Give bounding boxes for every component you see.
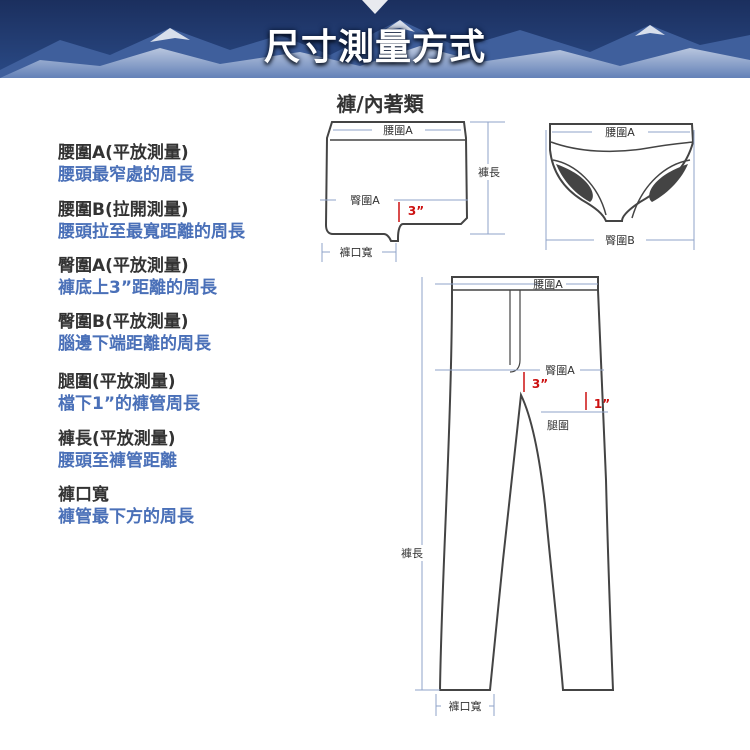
description-title: 腰圍B(拉開測量) bbox=[58, 200, 189, 220]
hip-label: 臀圍B bbox=[605, 234, 635, 247]
length-label: 褲長 bbox=[478, 165, 500, 179]
boxer-outline bbox=[324, 121, 469, 242]
offset-label: 3” bbox=[408, 204, 424, 218]
description-item: 臀圍A(平放測量) 褲底上3”距離的周長 bbox=[58, 255, 217, 299]
description-detail: 腰頭至褲管距離 bbox=[58, 451, 177, 471]
waist-label: 腰圍A bbox=[533, 278, 563, 291]
description-item: 腰圍A(平放測量) 腰頭最窄處的周長 bbox=[58, 142, 194, 186]
description-item: 褲長(平放測量) 腰頭至褲管距離 bbox=[58, 428, 177, 472]
hem-label: 褲口寬 bbox=[449, 699, 482, 713]
description-detail: 褲底上3”距離的周長 bbox=[58, 278, 218, 298]
brief-diagram: 腰圍A 臀圍B bbox=[545, 123, 695, 250]
boxer-diagram: 腰圍A 臀圍A 3” 褲長 褲口寬 bbox=[320, 121, 505, 262]
description-detail: 腦邊下端距離的周長 bbox=[58, 334, 211, 354]
description-detail: 檔下1”的褲管周長 bbox=[58, 394, 201, 414]
waist-label: 腰圍A bbox=[383, 124, 413, 137]
pants-diagram: 腰圍A 臀圍A 3” 1” 腿圍 褲長 褲口寬 bbox=[396, 276, 615, 716]
description-title: 褲口寬 bbox=[58, 485, 109, 505]
header-banner: 尺寸測量方式 bbox=[0, 0, 750, 78]
description-detail: 腰頭拉至最寬距離的周長 bbox=[58, 222, 245, 242]
section-subtitle: 褲/內著類 bbox=[336, 92, 424, 116]
description-item: 腰圍B(拉開測量) 腰頭拉至最寬距離的周長 bbox=[58, 199, 245, 243]
hip-label: 臀圍A bbox=[545, 364, 575, 377]
description-detail: 腰頭最窄處的周長 bbox=[58, 165, 194, 185]
thigh-offset-label: 1” bbox=[594, 397, 610, 411]
description-item: 臀圍B(平放測量) 腦邊下端距離的周長 bbox=[58, 311, 211, 355]
hem-label: 褲口寬 bbox=[340, 245, 373, 259]
length-label: 褲長 bbox=[401, 546, 423, 560]
hip-offset-label: 3” bbox=[532, 377, 548, 391]
description-title: 臀圍A(平放測量) bbox=[58, 256, 189, 276]
description-title: 臀圍B(平放測量) bbox=[58, 312, 189, 332]
thigh-label: 腿圍 bbox=[547, 419, 569, 432]
description-title: 腰圍A(平放測量) bbox=[58, 143, 189, 163]
description-item: 腿圍(平放測量) 檔下1”的褲管周長 bbox=[58, 371, 200, 415]
description-item: 褲口寬 褲管最下方的周長 bbox=[58, 484, 194, 528]
pants-outline bbox=[438, 276, 615, 691]
mountain-backdrop bbox=[0, 0, 750, 78]
description-detail: 褲管最下方的周長 bbox=[58, 507, 194, 527]
description-title: 腿圍(平放測量) bbox=[58, 372, 176, 392]
hip-label: 臀圍A bbox=[350, 194, 380, 207]
banner-title: 尺寸測量方式 bbox=[263, 27, 486, 68]
waist-label: 腰圍A bbox=[605, 126, 635, 139]
description-title: 褲長(平放測量) bbox=[58, 429, 176, 449]
